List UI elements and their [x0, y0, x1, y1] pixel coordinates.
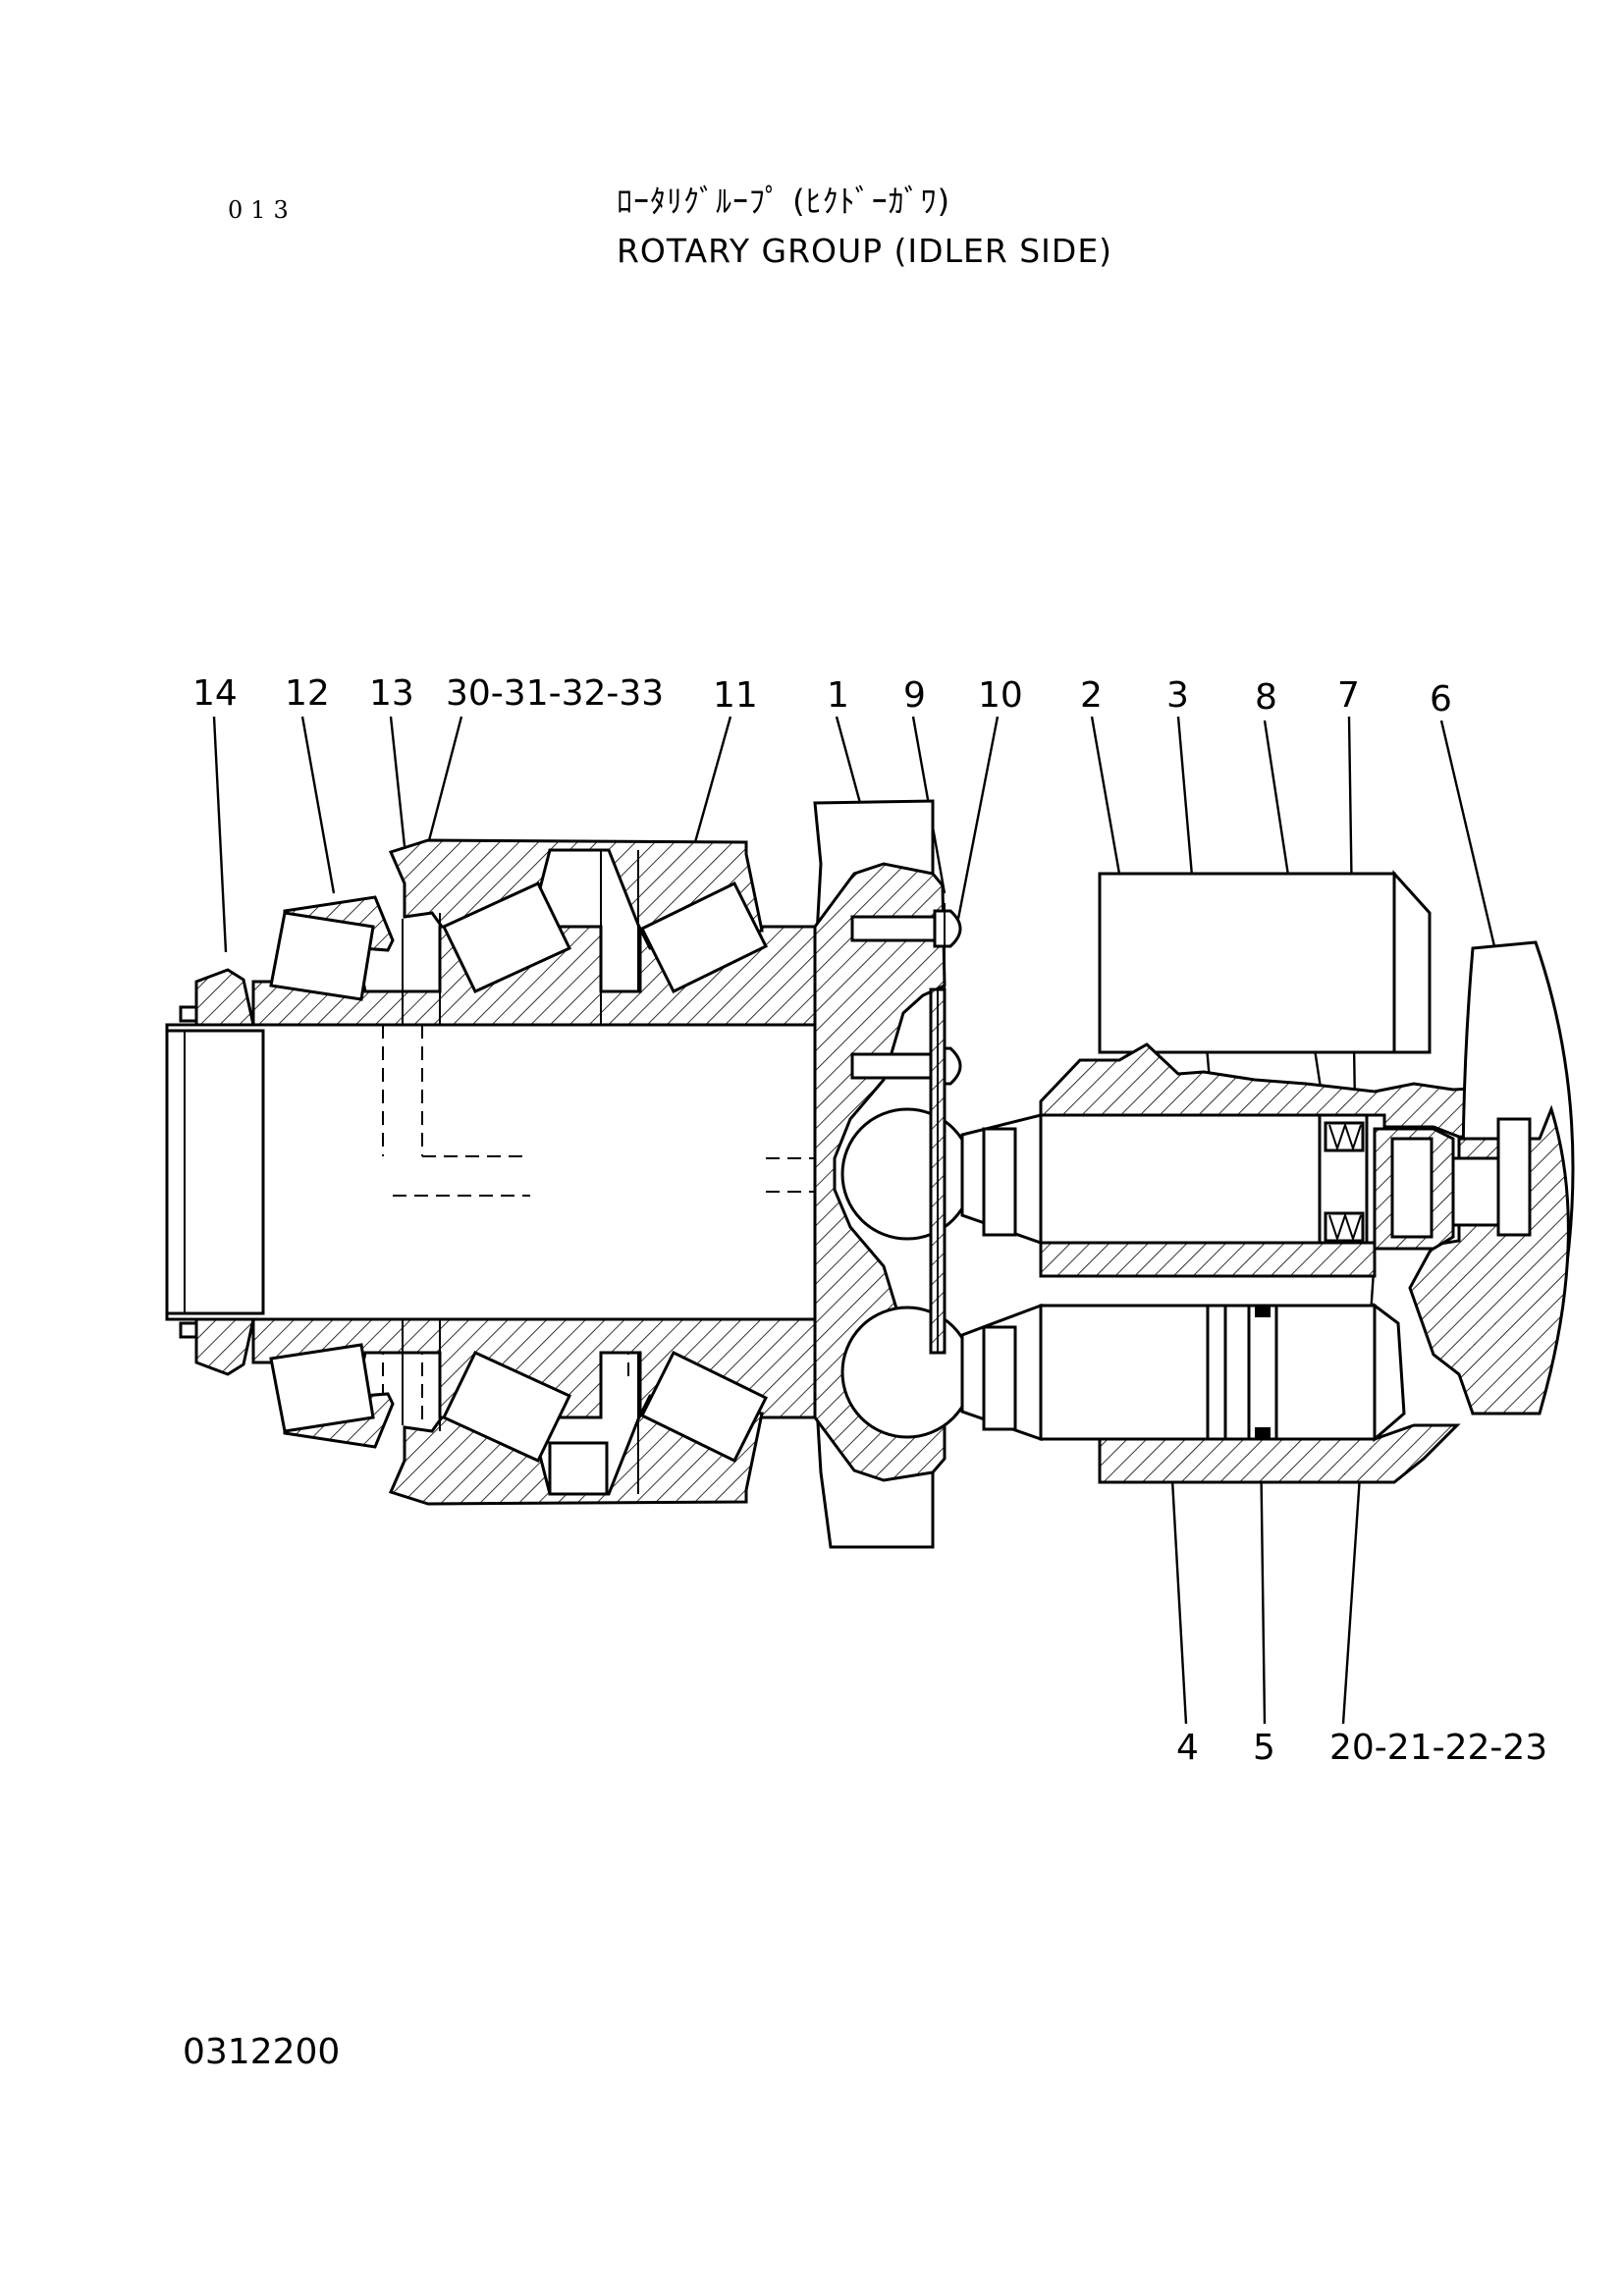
- callout-2: 2: [1080, 675, 1103, 716]
- pistons: [840, 1107, 1406, 1443]
- callout-20-21-22-23: 20-21-22-23: [1329, 1728, 1547, 1768]
- callout-1: 1: [827, 675, 849, 716]
- bearing-lower: [251, 1317, 817, 1506]
- callout-13: 13: [369, 673, 414, 714]
- retainer-plate: [929, 988, 947, 1355]
- page-number: 013: [228, 196, 297, 224]
- callout-5: 5: [1253, 1728, 1275, 1768]
- callout-7: 7: [1337, 675, 1360, 716]
- drive-shaft: [165, 1023, 844, 1419]
- title-english: ROTARY GROUP (IDLER SIDE): [617, 232, 1113, 270]
- callout-14: 14: [192, 673, 238, 714]
- callout-10: 10: [978, 675, 1023, 716]
- bearing-upper: [251, 838, 817, 1027]
- lock-nut: [179, 968, 255, 1376]
- callout-9: 9: [903, 675, 926, 716]
- callout-30-31-32-33: 30-31-32-33: [446, 673, 664, 714]
- callout-3: 3: [1166, 675, 1189, 716]
- drawing-number: 0312200: [183, 2032, 341, 2072]
- callouts-bottom: 4 5 20-21-22-23: [1176, 1728, 1547, 1768]
- callout-12: 12: [285, 673, 330, 714]
- callout-4: 4: [1176, 1728, 1199, 1768]
- title-japanese: ﾛｰﾀﾘｸﾞﾙｰﾌﾟ (ﾋｸﾄﾞｰｶﾞﾜ): [617, 183, 951, 220]
- callouts-top: 14 12 13 30-31-32-33 11 1 9 10 2 3 8 7 6: [192, 673, 1452, 720]
- callout-6: 6: [1430, 679, 1452, 720]
- callout-11: 11: [713, 675, 758, 716]
- callout-8: 8: [1255, 677, 1277, 718]
